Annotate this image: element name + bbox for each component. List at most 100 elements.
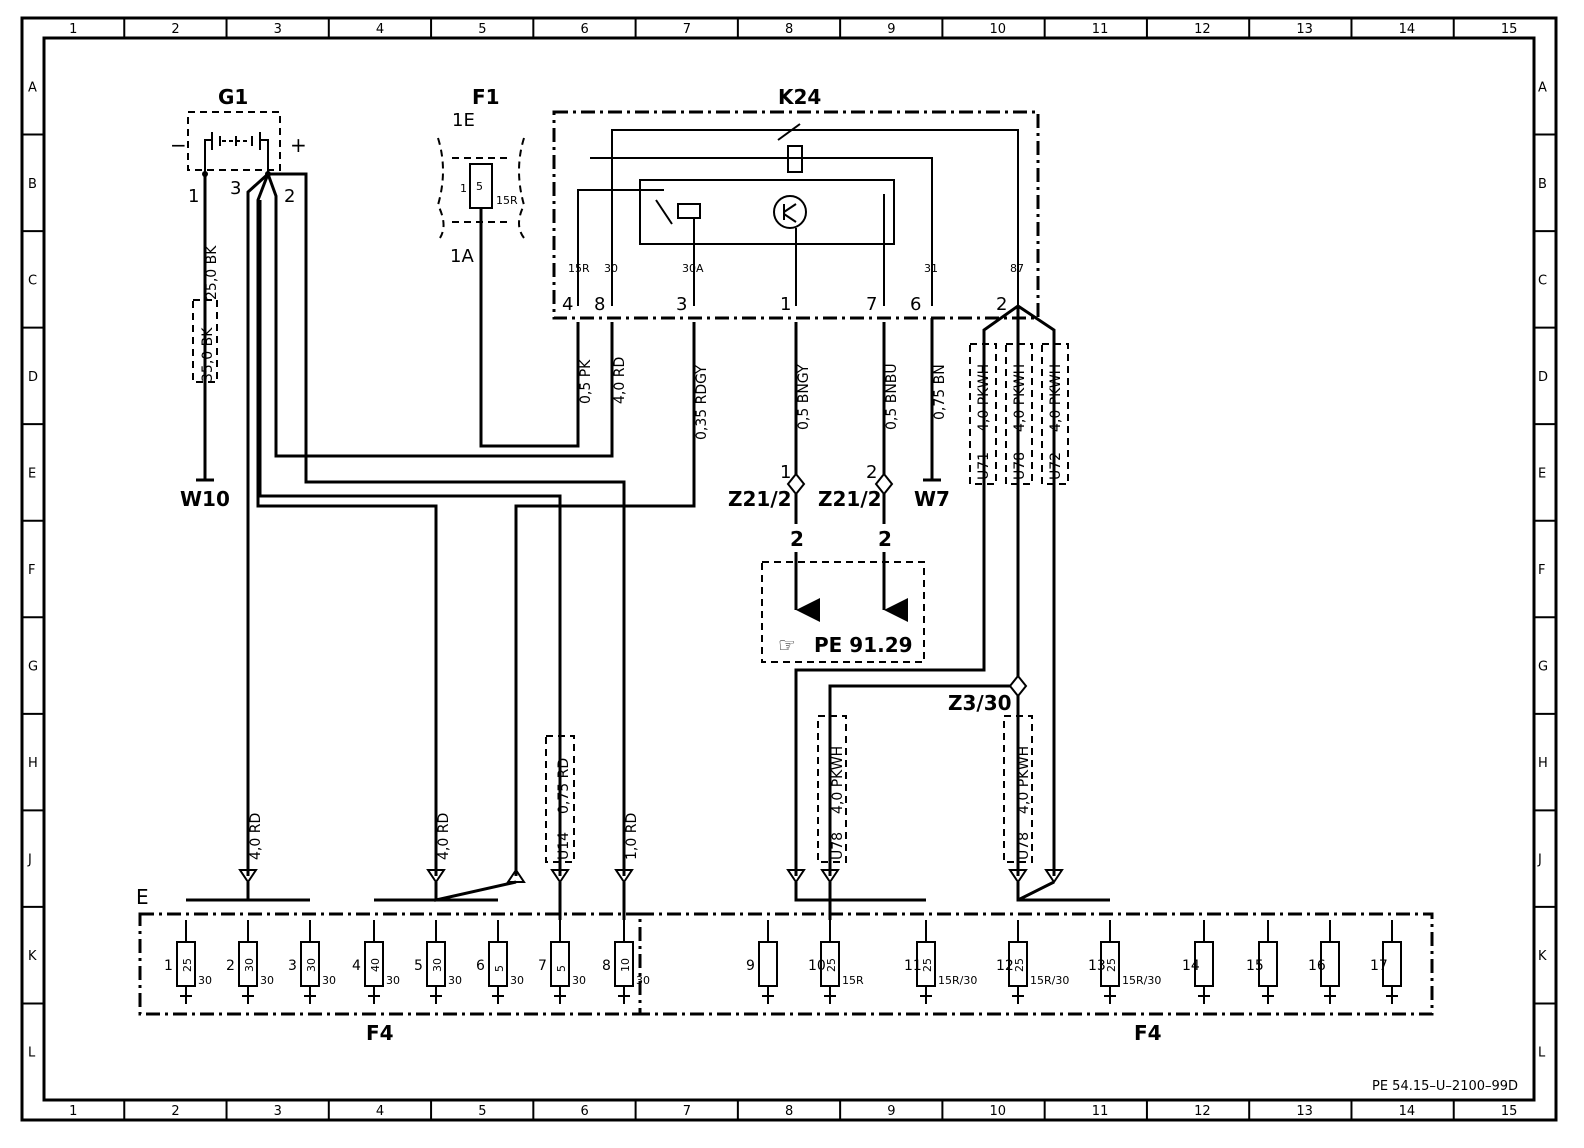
grid-col-top: 11 — [1092, 22, 1109, 37]
u78a-wire-label: 4,0 PKWH — [1012, 364, 1028, 432]
fuse-15: 15 — [1246, 920, 1278, 1004]
grid-row-left: C — [28, 273, 37, 288]
grid-col-bottom: 14 — [1399, 1104, 1416, 1119]
grid-col-top: 2 — [171, 22, 179, 37]
f4-block-right — [640, 912, 1434, 1016]
g1-minus: − — [170, 133, 187, 157]
k24-wire-4-label: 0,5 PK — [578, 359, 594, 404]
outer-frame — [20, 16, 1558, 1122]
grid-row-left: L — [28, 1046, 36, 1061]
z21-left: 1 Z21/2 2 — [728, 462, 806, 551]
f1-bottom-label: 1A — [450, 246, 474, 267]
f4-wire-1-label: 4,0 RD — [248, 813, 264, 860]
grid-row-left: H — [28, 756, 38, 771]
grid-col-top: 13 — [1296, 22, 1313, 37]
fuse-number: 3 — [288, 958, 297, 974]
footer-code: PE 54.15–U–2100–99D — [1372, 1079, 1518, 1094]
g1-label: G1 — [218, 85, 248, 109]
grid-row-left: J — [27, 853, 32, 868]
z21-right-out: 2 — [878, 527, 892, 551]
grid-row-left: K — [28, 949, 37, 964]
f4-right-label: F4 — [1134, 1021, 1162, 1045]
z21-left-out: 2 — [790, 527, 804, 551]
grid-col-bottom: 8 — [785, 1104, 793, 1119]
k24-pin-7: 7 — [866, 294, 877, 315]
grid-col-bottom: 15 — [1501, 1104, 1518, 1119]
grid-row-right: L — [1538, 1046, 1546, 1061]
grid-col-top: 6 — [580, 22, 588, 37]
w7-label: W7 — [914, 487, 950, 511]
u71-wire-label: 4,0 PKWH — [976, 364, 992, 432]
fuse-rating: 5 — [555, 965, 568, 972]
grid-col-top: 7 — [683, 22, 691, 37]
g1-wire-top-label: 25,0 BK — [204, 245, 220, 300]
f4-header: E — [136, 885, 149, 909]
grid-row-right: H — [1538, 756, 1548, 771]
fuse-rating: 30 — [305, 958, 318, 972]
grid-col-bottom: 4 — [376, 1104, 384, 1119]
grid-row-right: G — [1538, 660, 1548, 675]
grid-col-bottom: 9 — [887, 1104, 895, 1119]
fuse-rating: 25 — [1013, 958, 1026, 972]
k24-term-30: 30 — [604, 262, 618, 275]
grid-col-top: 3 — [274, 22, 282, 37]
grid-row-right: D — [1538, 370, 1548, 385]
grid-row-right: B — [1538, 177, 1547, 192]
fuse-rating: 25 — [921, 958, 934, 972]
grid-col-top: 8 — [785, 22, 793, 37]
fuse-rating: 30 — [431, 958, 444, 972]
fuse-rating: 30 — [243, 958, 256, 972]
f1-circuit: 15R — [496, 194, 518, 207]
grid-row-right: K — [1538, 949, 1547, 964]
z330-label: Z3/30 — [948, 691, 1012, 715]
grid-row-right: A — [1538, 80, 1547, 95]
grid-row-right: J — [1537, 853, 1542, 868]
k24-wire-6-label: 0,75 BN — [932, 364, 948, 420]
grid-col-bottom: 3 — [274, 1104, 282, 1119]
fuse-circuit: 30 — [636, 974, 650, 987]
fuse-circuit: 30 — [510, 974, 524, 987]
fuse-number: 8 — [602, 958, 611, 974]
grid-col-bottom: 1 — [69, 1104, 77, 1119]
fuse-number: 9 — [746, 958, 755, 974]
grid-col-bottom: 12 — [1194, 1104, 1211, 1119]
k24-wire-3-label: 0,35 RDGY — [694, 365, 710, 440]
grid-col-top: 4 — [376, 22, 384, 37]
fuse-9: 9 — [746, 920, 778, 1004]
k24-pin-6: 6 — [910, 294, 921, 315]
f4-wire-8-label: 1,0 RD — [624, 813, 640, 860]
grid-col-top: 5 — [478, 22, 486, 37]
f4-wire-10-code: U78 — [830, 832, 846, 860]
grid-row-left: G — [28, 660, 38, 675]
grid-col-bottom: 13 — [1296, 1104, 1313, 1119]
fuse-number: 14 — [1182, 958, 1200, 974]
z21-right-label: Z21/2 — [818, 487, 882, 511]
k24-term-31: 31 — [924, 262, 938, 275]
z21-left-pin: 1 — [780, 462, 791, 483]
f4-wire-7-code: U14 — [556, 832, 572, 860]
grid-row-right: E — [1538, 466, 1546, 481]
k24-wire-1-label: 0,5 BNGY — [796, 364, 812, 430]
fuse-circuit: 15R/30 — [938, 974, 977, 987]
fuse-16: 16 — [1308, 920, 1340, 1004]
k24-term-15r: 15R — [568, 262, 590, 275]
grid-col-bottom: 2 — [171, 1104, 179, 1119]
fuse-number: 13 — [1088, 958, 1106, 974]
fuse-rating: 25 — [181, 958, 194, 972]
fuse-circuit: 30 — [198, 974, 212, 987]
grid-col-top: 12 — [1194, 22, 1211, 37]
z21-left-label: Z21/2 — [728, 487, 792, 511]
grid-col-bottom: 7 — [683, 1104, 691, 1119]
fuse-circuit: 30 — [448, 974, 462, 987]
f4-input-arrows — [238, 868, 1064, 884]
f1-fuse: F1 1E 1 5 15R 1A — [436, 85, 526, 267]
